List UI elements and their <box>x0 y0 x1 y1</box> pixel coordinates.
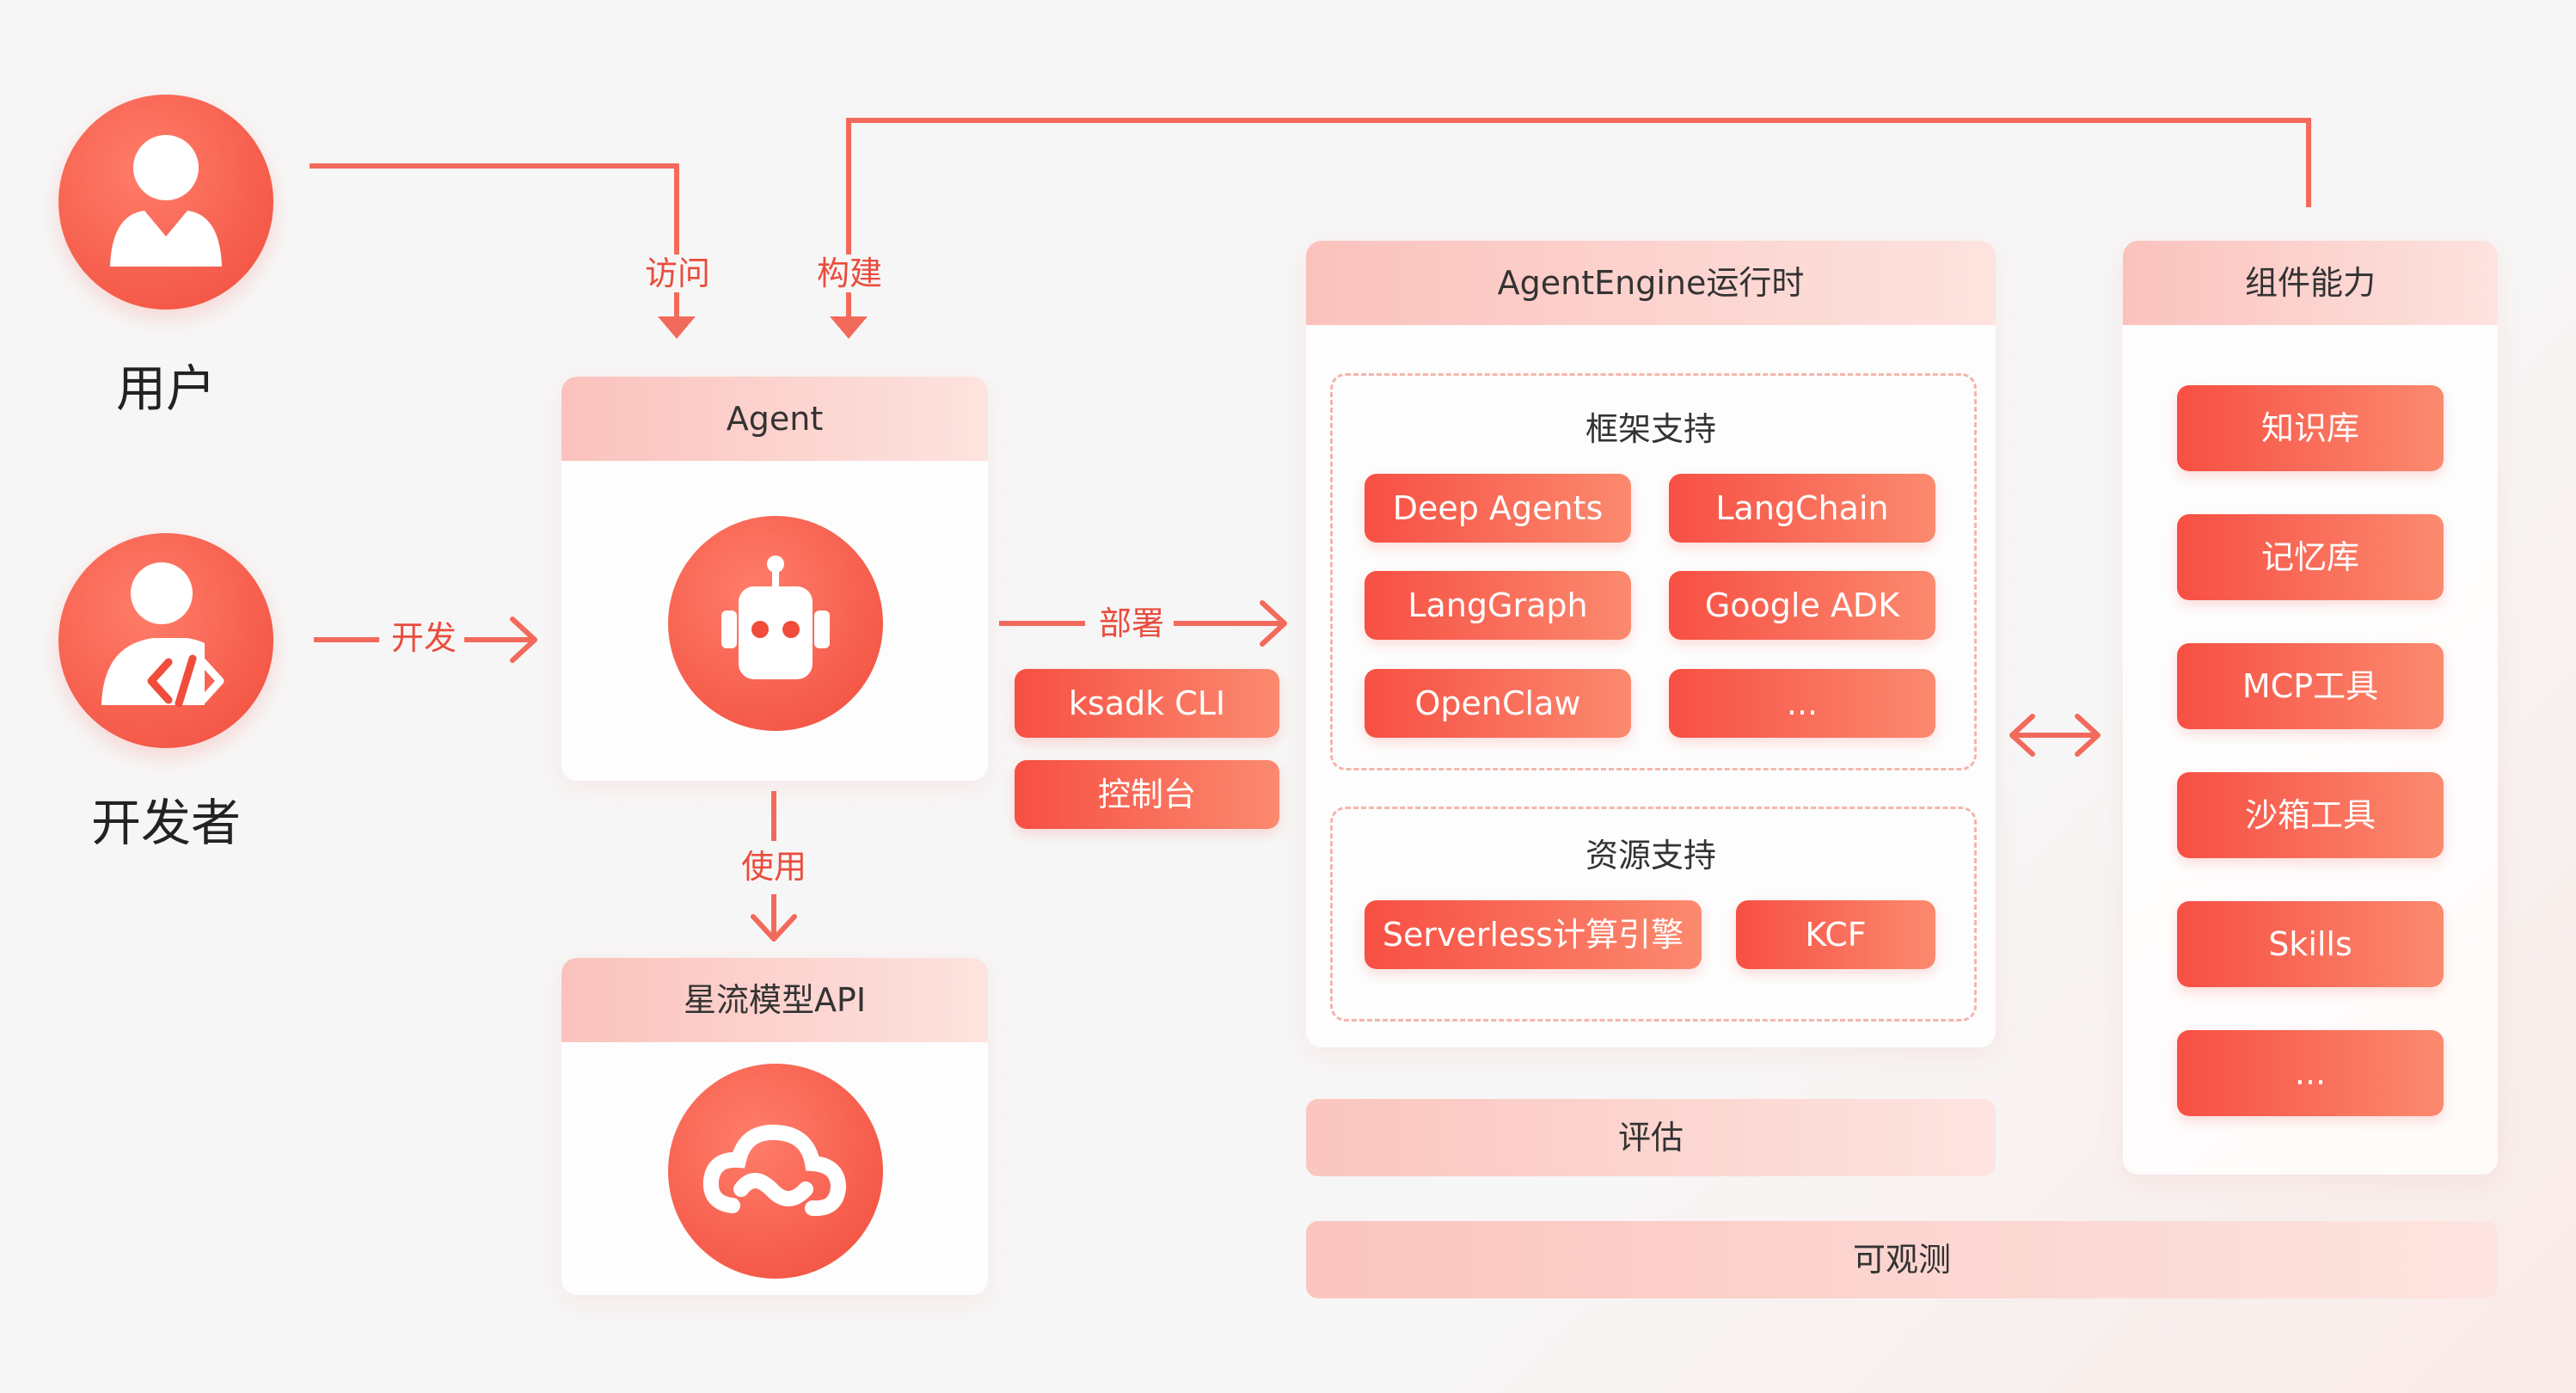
component-knowledge-base[interactable]: 知识库 <box>2177 385 2444 471</box>
developer-icon <box>101 562 224 708</box>
deploy-tool-console[interactable]: 控制台 <box>1015 760 1279 829</box>
observe-bar[interactable]: 可观测 <box>1306 1221 2498 1298</box>
evaluate-bar[interactable]: 评估 <box>1306 1099 1996 1176</box>
use-line-top <box>771 791 776 841</box>
framework-openclaw[interactable]: OpenClaw <box>1365 669 1631 738</box>
build-line-v1 <box>2306 118 2311 207</box>
component-skills[interactable]: Skills <box>2177 901 2444 987</box>
engine-panel-title: AgentEngine运行时 <box>1306 241 1996 325</box>
cloud-icon <box>702 1124 847 1217</box>
build-arrow <box>830 316 868 339</box>
deploy-tool-ksadk[interactable]: ksadk CLI <box>1015 669 1279 738</box>
framework-more[interactable]: ... <box>1669 669 1935 738</box>
robot-icon <box>721 555 830 679</box>
deploy-label: 部署 <box>1099 604 1165 642</box>
build-line-h <box>846 118 2311 123</box>
build-label: 构建 <box>817 255 883 292</box>
use-line-bottom <box>771 894 776 936</box>
user-icon <box>110 135 222 267</box>
component-mcp-tools[interactable]: MCP工具 <box>2177 643 2444 729</box>
component-memory[interactable]: 记忆库 <box>2177 514 2444 600</box>
resource-title: 资源支持 <box>1585 837 1716 874</box>
framework-google-adk[interactable]: Google ADK <box>1669 571 1935 640</box>
visit-label: 访问 <box>645 255 711 292</box>
framework-deep-agents[interactable]: Deep Agents <box>1365 474 1631 543</box>
develop-arrow-icon <box>510 617 537 663</box>
framework-box <box>1330 373 1977 770</box>
component-more[interactable]: ... <box>2177 1030 2444 1116</box>
visit-arrow <box>658 316 696 339</box>
develop-label: 开发 <box>391 619 457 657</box>
visit-line-h <box>310 163 679 169</box>
components-panel-title: 组件能力 <box>2123 241 2498 325</box>
resource-kcf[interactable]: KCF <box>1736 900 1935 969</box>
robot-circle <box>668 516 883 731</box>
framework-langgraph[interactable]: LangGraph <box>1365 571 1631 640</box>
agent-panel-title: Agent <box>561 377 988 461</box>
build-line-v2 <box>846 118 851 318</box>
resource-serverless[interactable]: Serverless计算引擎 <box>1365 900 1702 969</box>
user-label: 用户 <box>115 359 216 418</box>
model-panel-title: 星流模型API <box>561 958 988 1042</box>
deploy-arrow-icon <box>1260 600 1287 647</box>
deploy-line-right <box>1174 621 1285 626</box>
visit-line-v <box>674 163 679 318</box>
develop-line-left <box>314 637 379 642</box>
develop-line-right <box>464 637 533 642</box>
cloud-circle <box>668 1064 883 1279</box>
developer-label: 开发者 <box>90 794 241 852</box>
deploy-line-left <box>999 621 1085 626</box>
framework-title: 框架支持 <box>1585 410 1716 448</box>
double-arrow-icon <box>2009 714 2101 757</box>
framework-langchain[interactable]: LangChain <box>1669 474 1935 543</box>
developer-avatar <box>58 533 273 748</box>
component-sandbox-tools[interactable]: 沙箱工具 <box>2177 772 2444 858</box>
user-avatar <box>58 95 273 310</box>
resource-box <box>1330 807 1977 1022</box>
use-label: 使用 <box>741 848 807 886</box>
use-arrow-icon <box>751 914 797 942</box>
